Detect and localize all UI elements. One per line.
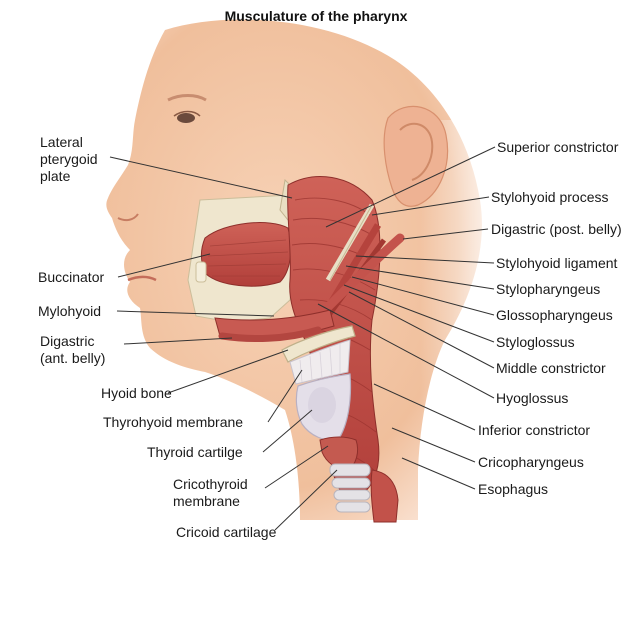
- label-cricopharyngeus: Cricopharyngeus: [478, 454, 632, 471]
- label-hyoglossus: Hyoglossus: [496, 390, 632, 407]
- label-mylohyoid: Mylohyoid: [38, 303, 101, 320]
- label-hyoid-bone: Hyoid bone: [101, 385, 172, 402]
- label-cricothyroid-membrane: Cricothyroid membrane: [173, 476, 248, 510]
- label-inferior-constrictor: Inferior constrictor: [478, 422, 632, 439]
- label-digastric-posterior-belly: Digastric (post. belly): [491, 221, 632, 238]
- label-stylopharyngeus: Stylopharyngeus: [496, 281, 632, 298]
- label-esophagus: Esophagus: [478, 481, 632, 498]
- label-digastric-anterior-belly: Digastric (ant. belly): [40, 333, 105, 367]
- label-middle-constrictor: Middle constrictor: [496, 360, 632, 377]
- label-lateral-pterygoid-plate: Lateral pterygoid plate: [40, 134, 98, 185]
- diagram-title: Musculature of the pharynx: [0, 8, 632, 24]
- label-stylohyoid-ligament: Stylohyoid ligament: [496, 255, 632, 272]
- label-thyroid-cartilage: Thyroid cartilge: [147, 444, 243, 461]
- eye: [177, 113, 195, 123]
- label-buccinator: Buccinator: [38, 269, 104, 286]
- label-thyrohyoid-membrane: Thyrohyoid membrane: [103, 414, 243, 431]
- label-cricoid-cartilage: Cricoid cartilage: [176, 524, 276, 541]
- label-stylohyoid-process: Stylohyoid process: [491, 189, 632, 206]
- label-styloglossus: Styloglossus: [496, 334, 632, 351]
- label-glossopharyngeus: Glossopharyngeus: [496, 307, 632, 324]
- label-superior-constrictor: Superior constrictor: [497, 139, 632, 156]
